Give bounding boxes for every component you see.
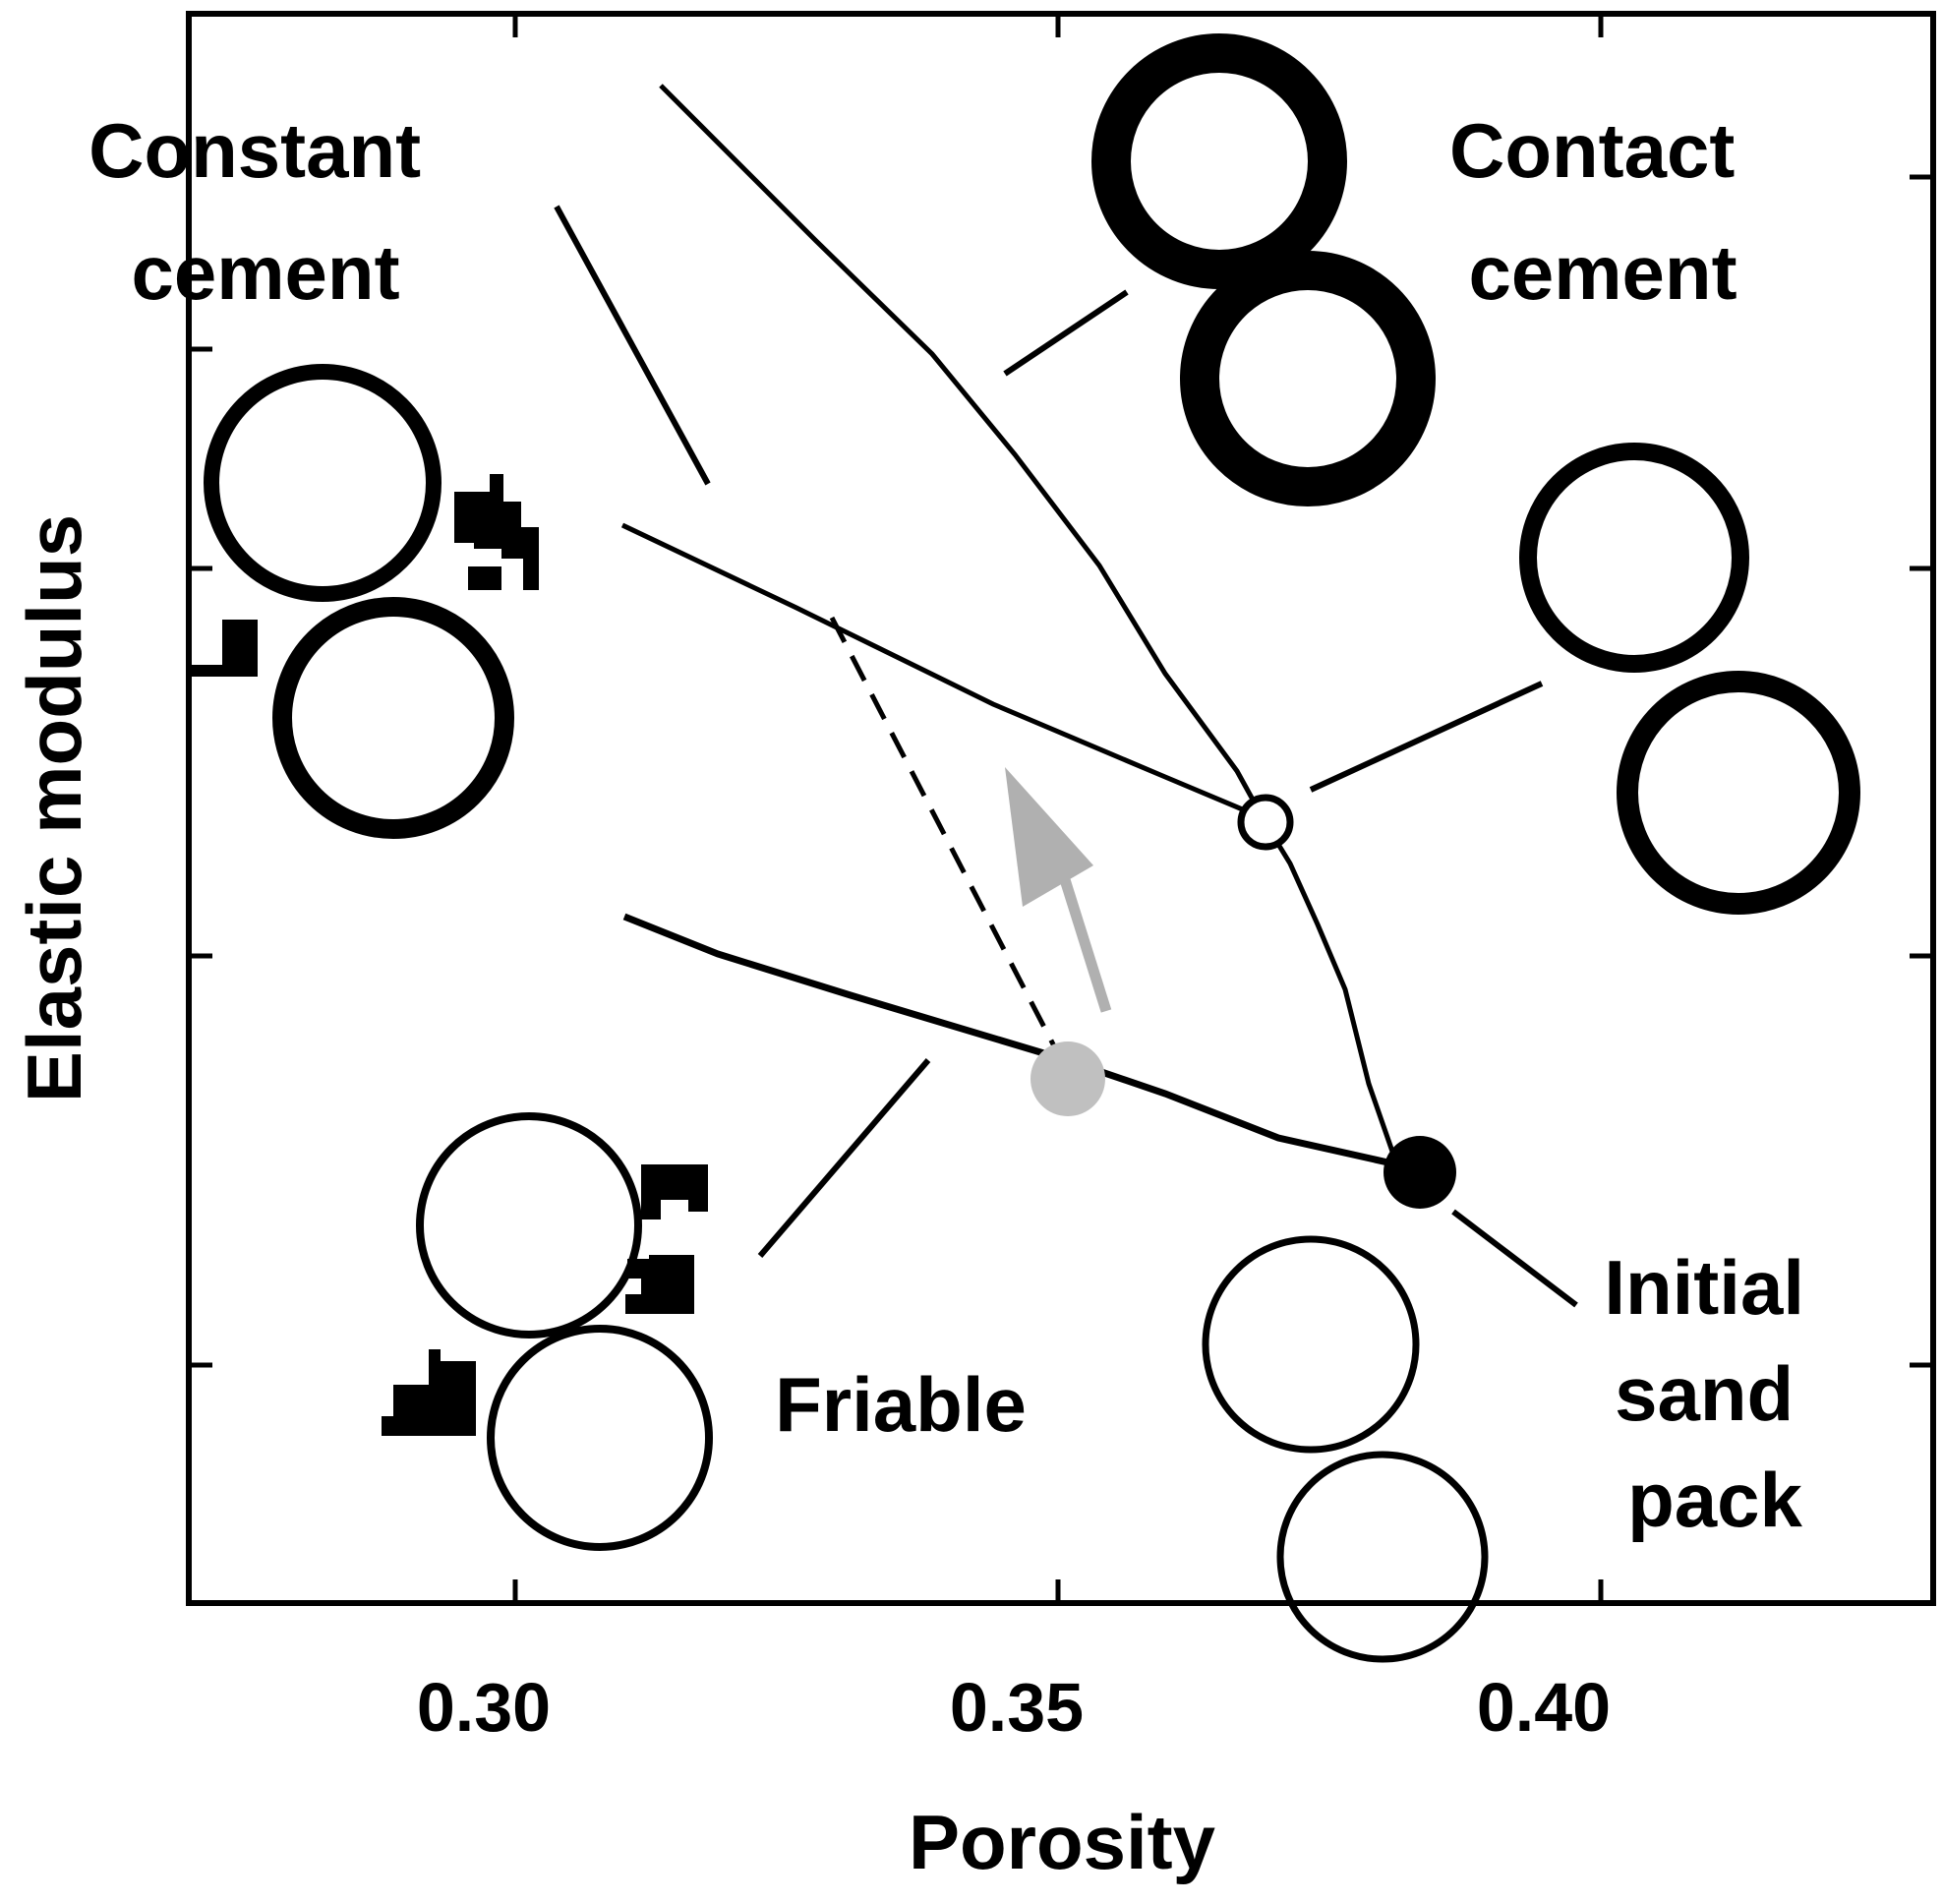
initial-sand-pack-leader <box>1451 1209 1578 1308</box>
friable-leader <box>757 1058 931 1258</box>
x-tick-label-030: 0.30 <box>417 1669 551 1746</box>
cementation-arrow <box>1005 767 1112 1013</box>
contact-cement-label: Contact cement <box>1449 107 1756 316</box>
contact-cement-curve <box>659 84 1401 1169</box>
leader-lines <box>554 205 1578 1308</box>
contact-cement-grains-top <box>1091 33 1436 506</box>
contact-cement-open-marker <box>1237 794 1294 851</box>
contact-cement-grains-right <box>1519 443 1860 915</box>
friable-curve <box>622 913 1402 1169</box>
y-axis-label: Elastic modulus <box>11 514 97 1102</box>
constant-cement-fragments <box>187 474 539 677</box>
contact-cement-grains-leader <box>1309 681 1544 793</box>
initial-sand-pack-grains <box>1202 1235 1489 1663</box>
friable-grey-marker <box>1030 1041 1105 1116</box>
friable-label: Friable <box>775 1361 1027 1448</box>
constant-cement-leader <box>554 205 711 486</box>
initial-sand-pack-label: Initial sand pack <box>1604 1244 1825 1543</box>
contact-cement-leader <box>1003 289 1129 377</box>
friable-fragments <box>382 1164 708 1436</box>
x-axis-label: Porosity <box>909 1799 1215 1885</box>
constant-cement-grains <box>204 364 514 839</box>
tick-marks <box>189 14 1933 1603</box>
plot-frame <box>186 11 1936 1606</box>
friable-grains <box>416 1112 713 1551</box>
constant-cement-label: Constant cement <box>88 107 442 316</box>
constant-cement-upper-curve <box>620 522 1265 821</box>
initial-sand-pack-marker <box>1384 1136 1456 1209</box>
x-tick-label-040: 0.40 <box>1477 1669 1611 1746</box>
x-tick-label-035: 0.35 <box>950 1669 1084 1746</box>
